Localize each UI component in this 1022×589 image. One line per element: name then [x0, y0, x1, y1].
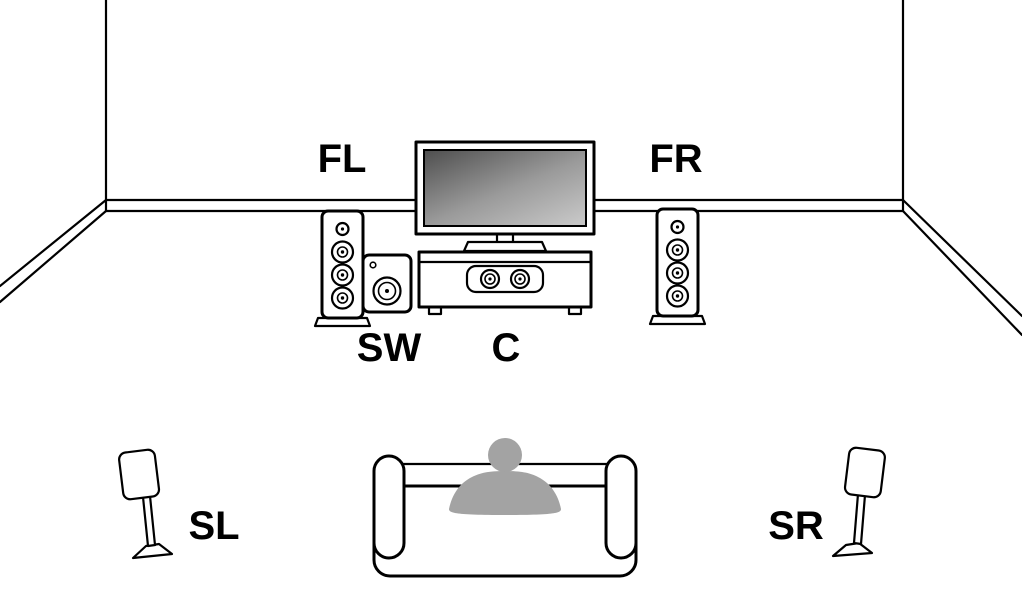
listener-person [449, 438, 561, 515]
person-head [488, 438, 522, 472]
label-surround-right: SR [768, 504, 824, 548]
speaker-labels: FL FR SW C SL SR [188, 137, 823, 548]
surround-left-pole [141, 494, 157, 548]
surround-right-head [843, 446, 886, 499]
person-torso [449, 471, 561, 515]
label-front-right: FR [649, 137, 702, 181]
sofa [372, 454, 638, 578]
center-speaker-cabinet [465, 264, 545, 294]
right-wall-baseboard-top [901, 198, 1022, 318]
surround-right-pole [852, 492, 867, 546]
right-wall-floor-line [901, 209, 1022, 337]
tv-screen [423, 149, 587, 227]
surround-right-speaker [831, 446, 886, 558]
left-wall-floor-line [0, 209, 108, 304]
tv-stand-base [462, 240, 548, 253]
label-front-left: FL [318, 137, 367, 181]
front-right-speaker [648, 207, 707, 326]
surround-left-base [131, 542, 174, 560]
label-center: C [492, 326, 521, 370]
subwoofer-port [369, 261, 377, 269]
center-speaker [465, 264, 545, 294]
surround-right-base [831, 541, 874, 558]
left-wall-baseboard-top [0, 198, 108, 288]
sofa-left-armrest [372, 454, 406, 560]
label-subwoofer: SW [357, 326, 422, 370]
tv-cabinet [417, 250, 593, 316]
surround-left-speaker [118, 448, 174, 560]
sofa-right-armrest [604, 454, 638, 560]
label-surround-left: SL [188, 504, 239, 548]
subwoofer [361, 253, 413, 314]
tv [414, 140, 596, 253]
surround-left-head [118, 448, 161, 501]
